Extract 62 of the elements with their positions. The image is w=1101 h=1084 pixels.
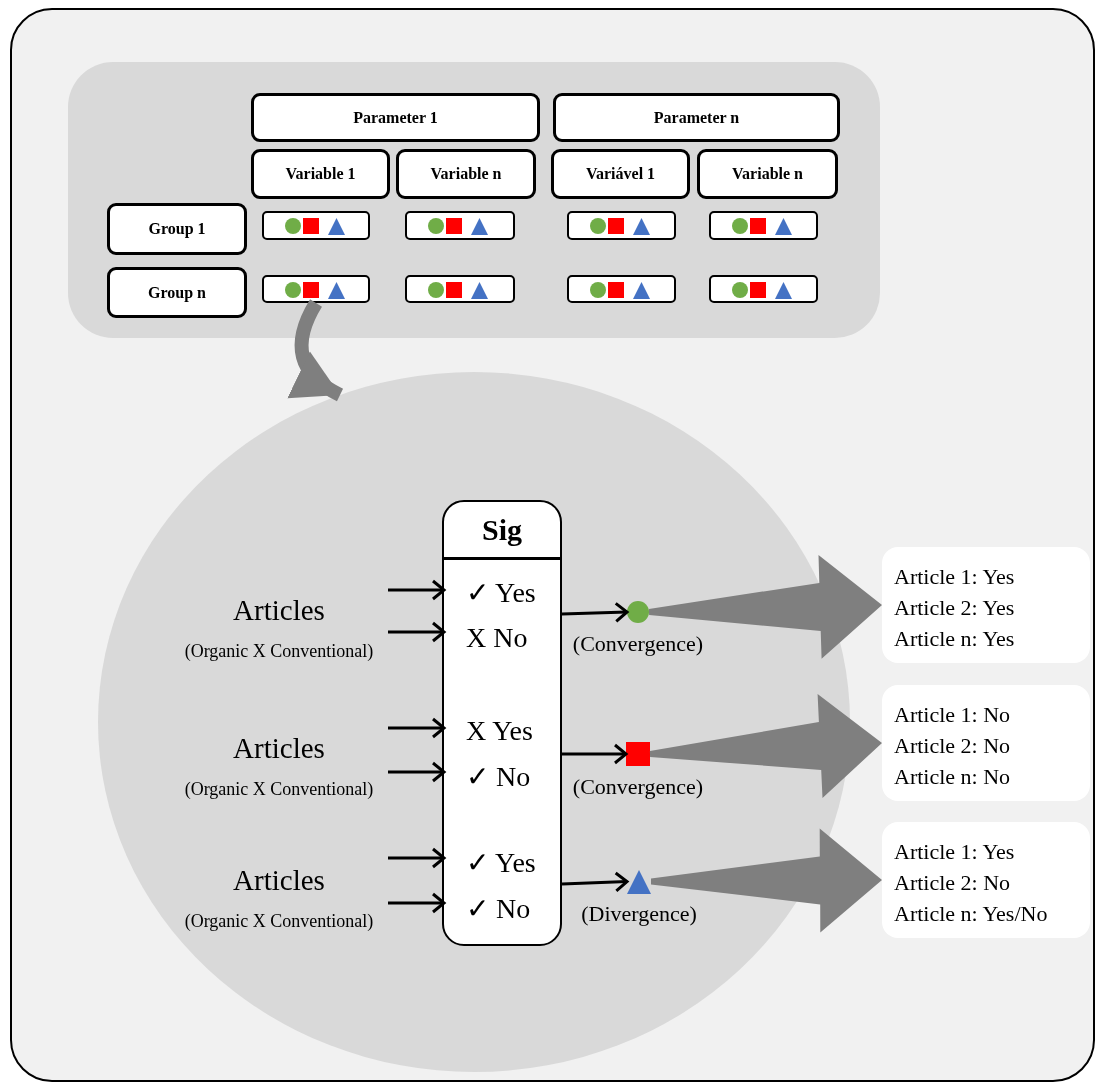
row-header: Group 1 (107, 203, 247, 255)
answer-text: ✓ No (446, 890, 562, 928)
arrow (388, 579, 446, 601)
column-header: Variável 1 (551, 149, 690, 199)
block-arrow (651, 828, 882, 933)
symbol-cell (567, 211, 676, 240)
symbol-cell (709, 211, 818, 240)
arrow (388, 621, 446, 643)
arrow (562, 743, 628, 765)
symbol-cell (567, 275, 676, 303)
square-marker (626, 742, 650, 766)
column-header: Parameter n (553, 93, 840, 142)
result-card (882, 685, 1090, 801)
table-box (442, 500, 562, 946)
caption-text: (Convergence) (571, 774, 705, 800)
symbol-cell (262, 275, 370, 303)
block-arrow (649, 694, 882, 798)
result-text: Article n: No (894, 763, 1012, 791)
result-card (882, 822, 1090, 938)
result-text: Article 2: Yes (894, 594, 1016, 622)
articles-label: Articles (233, 864, 325, 897)
subtitle-text: (Organic X Conventional) (184, 779, 374, 800)
arrow (388, 717, 446, 739)
result-card (882, 547, 1090, 663)
answer-text: ✓ No (446, 758, 562, 796)
result-text: Article n: Yes/No (894, 900, 1049, 928)
circle-marker (627, 601, 649, 623)
curved-arrow (287, 299, 344, 402)
column-header: Variable n (697, 149, 838, 199)
subtitle-text: (Organic X Conventional) (184, 641, 374, 662)
result-text: Article 2: No (894, 869, 1012, 897)
block-arrow (648, 554, 882, 659)
column-header: Variable 1 (251, 149, 390, 199)
table-panel (68, 62, 880, 338)
row-header: Group n (107, 267, 247, 318)
arrow (388, 761, 446, 783)
articles-label: Articles (233, 594, 325, 627)
articles-label: Articles (233, 732, 325, 765)
header-text: Sig (444, 502, 560, 560)
symbol-cell (262, 211, 370, 240)
symbol-cell (405, 211, 515, 240)
subtitle-text: (Organic X Conventional) (184, 911, 374, 932)
result-text: Article 1: Yes (894, 563, 1016, 591)
arrow (561, 871, 629, 893)
caption-text: (Convergence) (571, 631, 705, 657)
answer-text: ✓ Yes (446, 574, 562, 612)
answer-text: X Yes (446, 712, 562, 750)
caption-text: (Divergence) (580, 901, 698, 927)
result-text: Article 1: No (894, 701, 1012, 729)
arrow (561, 601, 629, 623)
arrow (388, 847, 446, 869)
result-text: Article n: Yes (894, 625, 1016, 653)
answer-text: ✓ Yes (446, 844, 562, 882)
column-header: Parameter 1 (251, 93, 540, 142)
result-text: Article 1: Yes (894, 838, 1016, 866)
column-header: Variable n (396, 149, 536, 199)
symbol-cell (709, 275, 818, 303)
result-text: Article 2: No (894, 732, 1012, 760)
triangle-marker (627, 870, 651, 894)
arrow (388, 892, 446, 914)
answer-text: X No (446, 619, 562, 657)
symbol-cell (405, 275, 515, 303)
